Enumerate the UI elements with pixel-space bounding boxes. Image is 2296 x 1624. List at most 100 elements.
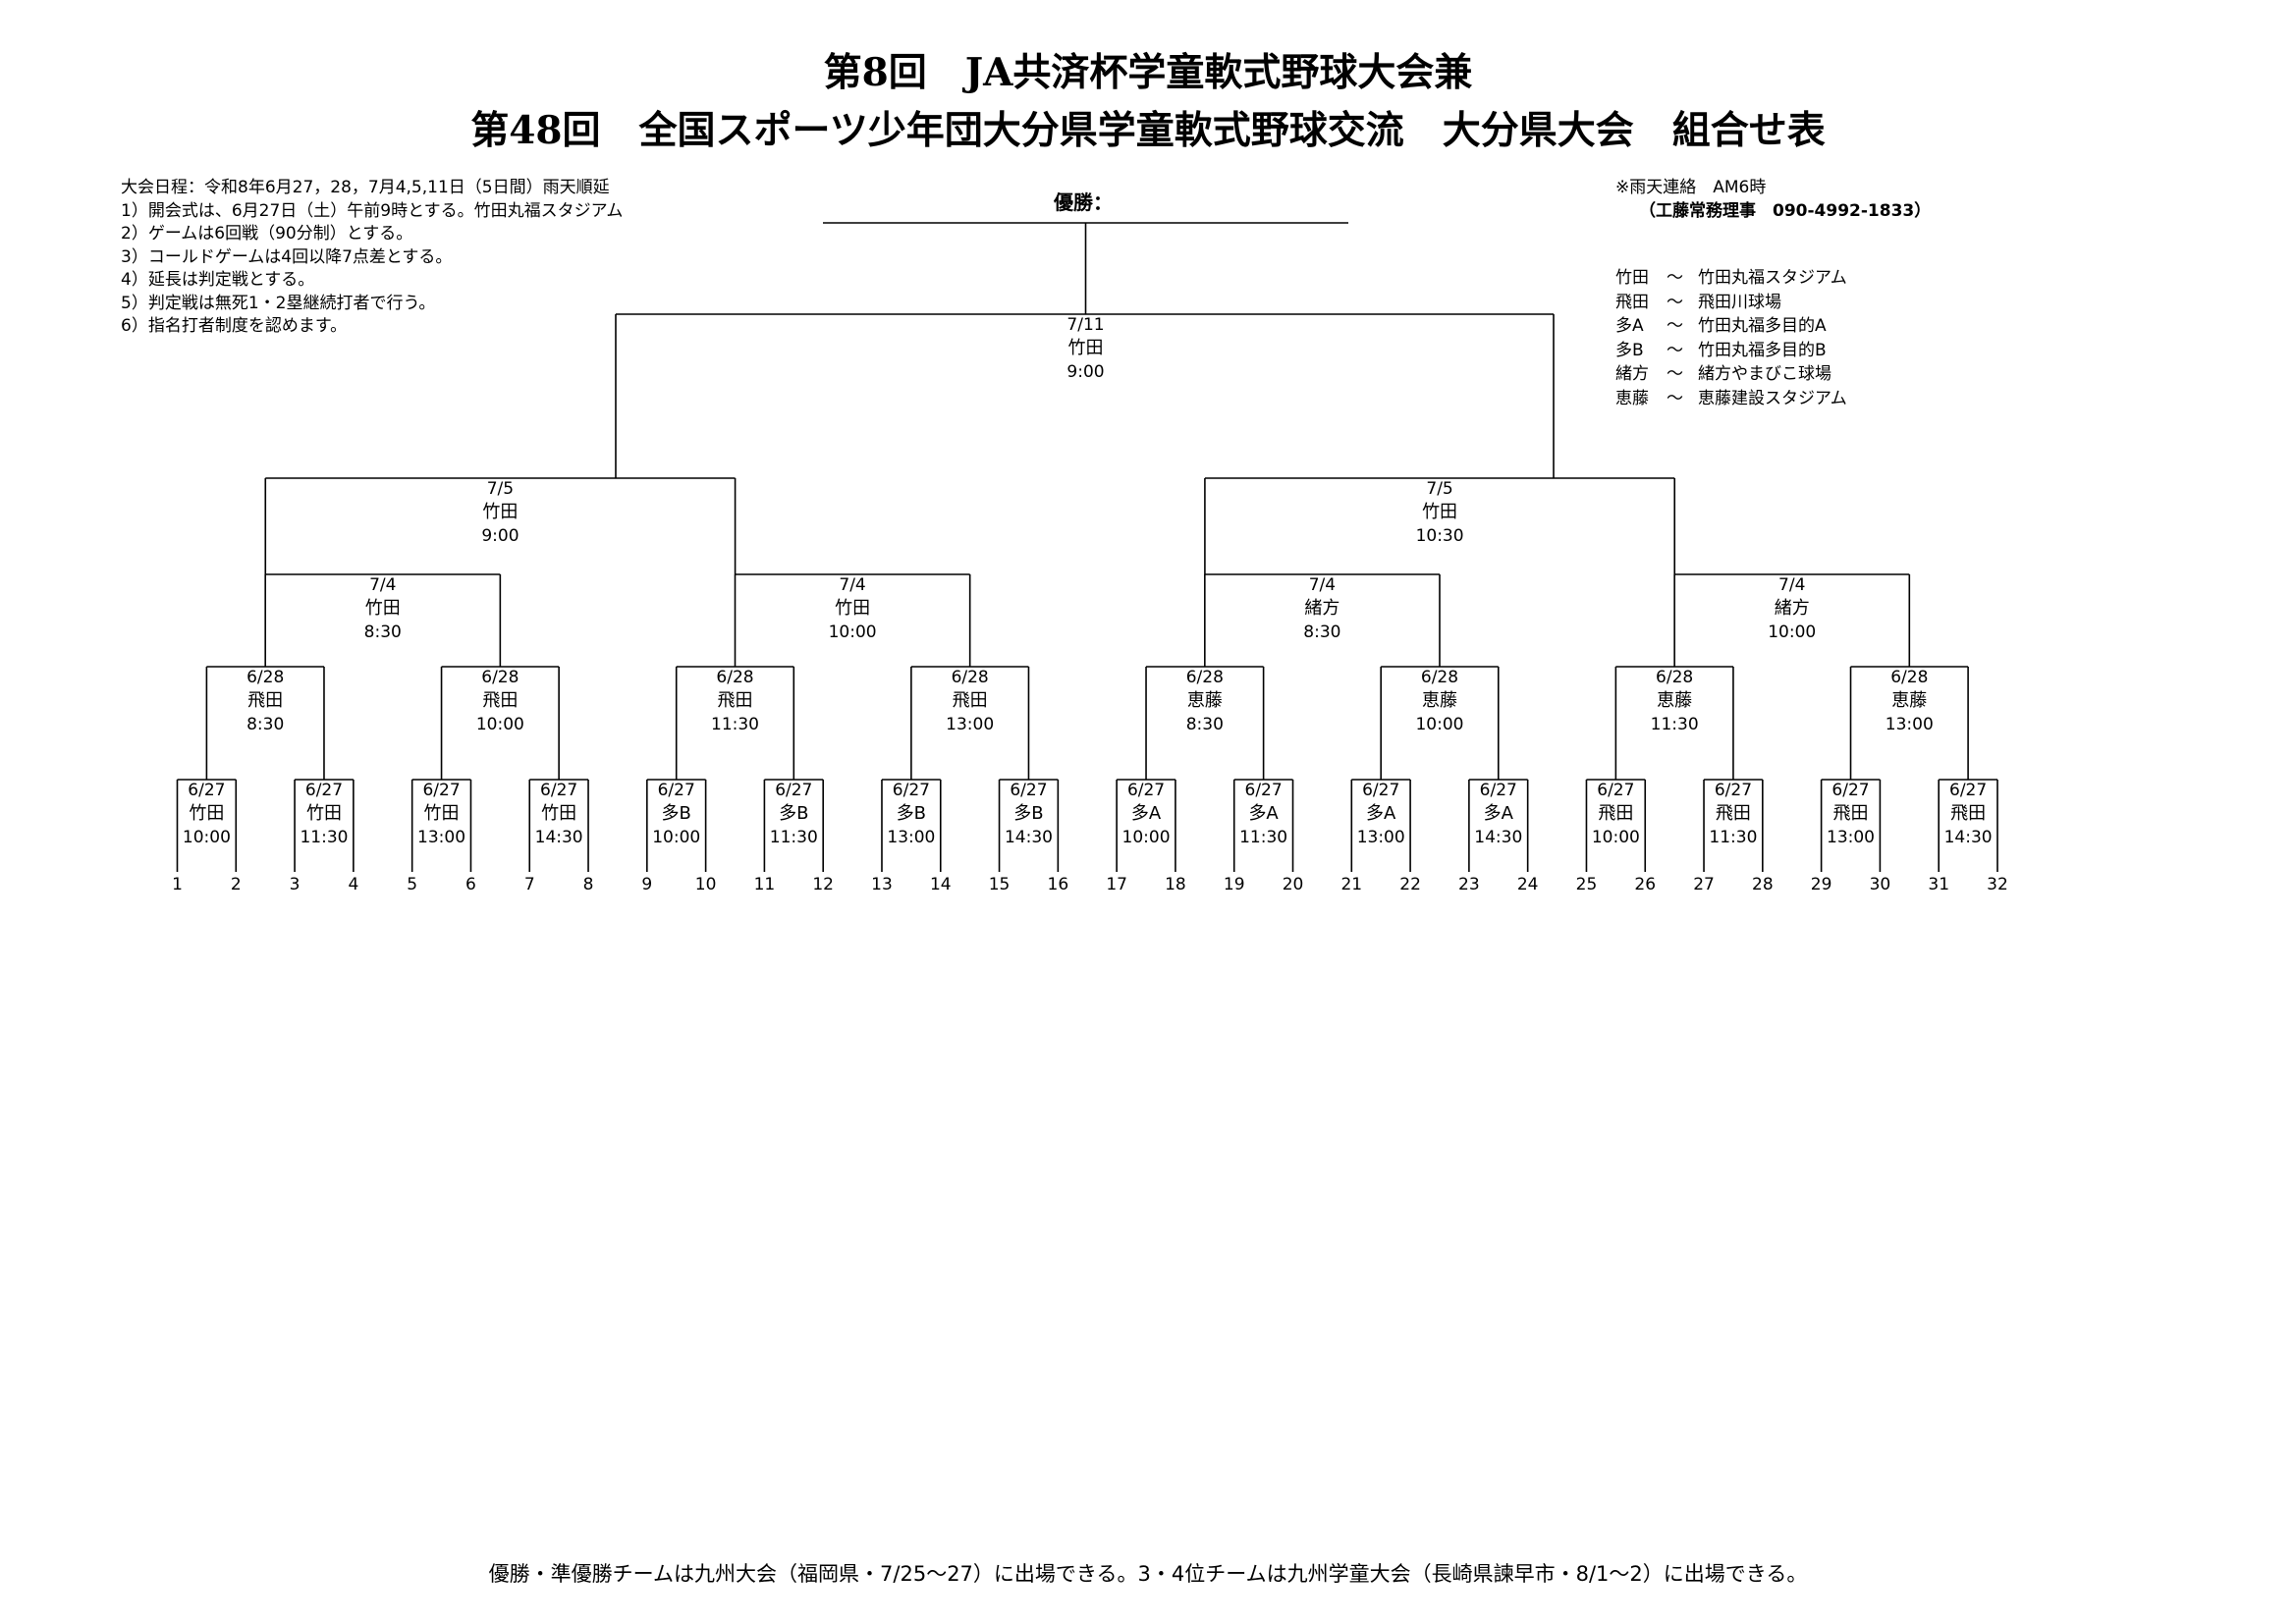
round2-match-date: 6/28 xyxy=(246,668,284,687)
rain-contact: ※雨天連絡 AM6時 （工藤常務理事 090-4992-1833） xyxy=(1615,177,1931,223)
round3-match-date: 7/4 xyxy=(1778,575,1805,595)
round1-match-venue: 飛田 xyxy=(1833,803,1869,824)
round2-match-time: 8:30 xyxy=(246,715,284,734)
team-number: 12 xyxy=(812,875,834,894)
schedule-line: 3）コールドゲームは4回以降7点差とする。 xyxy=(121,246,453,267)
round3-match-venue: 竹田 xyxy=(365,598,401,619)
schedule-line: 大会日程：令和8年6月27，28，7月4,5,11日（5日間）雨天順延 xyxy=(121,178,610,197)
round1-match-time: 13:00 xyxy=(1357,828,1405,847)
round1-match-time: 11:30 xyxy=(1239,828,1287,847)
round1-match-date: 6/27 xyxy=(893,781,930,800)
round1-match-venue: 多B xyxy=(662,803,691,824)
venue-sep: ～ xyxy=(1667,364,1683,384)
semifinal-match-venue: 竹田 xyxy=(1422,502,1457,522)
round1-match-date: 6/27 xyxy=(658,781,695,800)
venue-name: 恵藤建設スタジアム xyxy=(1698,388,1847,408)
round1-match-time: 11:30 xyxy=(1709,828,1757,847)
round2-match-date: 6/28 xyxy=(1890,668,1928,687)
final-match-venue: 竹田 xyxy=(1068,338,1104,358)
round1-match-venue: 多A xyxy=(1131,803,1162,824)
venue-abbr: 竹田 xyxy=(1615,268,1649,288)
round1-match-date: 6/27 xyxy=(1480,781,1517,800)
round1-match-date: 6/27 xyxy=(775,781,812,800)
round2-match-time: 8:30 xyxy=(1186,715,1224,734)
round1-match-date: 6/27 xyxy=(1127,781,1165,800)
team-number: 27 xyxy=(1693,875,1715,894)
round1-match-venue: 竹田 xyxy=(541,803,576,824)
round2-match-date: 6/28 xyxy=(481,668,519,687)
round1-match-date: 6/27 xyxy=(1831,781,1869,800)
round2-match-venue: 恵藤 xyxy=(1657,690,1692,711)
round1-match-venue: 多A xyxy=(1366,803,1396,824)
round1-match-venue: 多B xyxy=(897,803,926,824)
final-match-date: 7/11 xyxy=(1066,315,1104,335)
round2-match-time: 10:00 xyxy=(1415,715,1463,734)
team-number: 4 xyxy=(348,875,358,894)
semifinal-match-date: 7/5 xyxy=(487,479,514,499)
venue-sep: ～ xyxy=(1667,268,1683,288)
team-number: 24 xyxy=(1517,875,1539,894)
round1-match-time: 11:30 xyxy=(770,828,818,847)
round2-match-date: 6/28 xyxy=(1421,668,1458,687)
round2-match-venue: 飛田 xyxy=(482,690,518,711)
team-number: 5 xyxy=(407,875,417,894)
venue-sep: ～ xyxy=(1667,316,1683,336)
round1-match-venue: 飛田 xyxy=(1950,803,1986,824)
round1-match-date: 6/27 xyxy=(1597,781,1634,800)
round1-match-time: 10:00 xyxy=(1592,828,1640,847)
round1-match-venue: 多B xyxy=(779,803,808,824)
team-number: 20 xyxy=(1283,875,1304,894)
semifinal-match-time: 10:30 xyxy=(1416,526,1464,546)
round3-match-time: 8:30 xyxy=(1303,623,1340,642)
round2-match-venue: 飛田 xyxy=(718,690,753,711)
round3-match-venue: 竹田 xyxy=(835,598,870,619)
venue-sep: ～ xyxy=(1667,340,1683,360)
title-line-2: 第48回 全国スポーツ少年団大分県学童軟式野球交流 大分県大会 組合せ表 xyxy=(470,108,1826,153)
round3-match-venue: 緒方 xyxy=(1304,598,1339,619)
team-number: 28 xyxy=(1752,875,1774,894)
team-number: 29 xyxy=(1811,875,1832,894)
team-number: 21 xyxy=(1340,875,1362,894)
round1-match-venue: 竹田 xyxy=(189,803,224,824)
team-number: 1 xyxy=(172,875,183,894)
team-number: 32 xyxy=(1987,875,2008,894)
venue-row: 恵藤～恵藤建設スタジアム xyxy=(1615,387,1847,411)
round1-match-time: 14:30 xyxy=(1474,828,1522,847)
rain-contact-time: ※雨天連絡 AM6時 xyxy=(1615,178,1767,197)
schedule-line: 5）判定戦は無死1・2塁継続打者で行う。 xyxy=(121,293,436,313)
round2-match-date: 6/28 xyxy=(1656,668,1693,687)
round2-match-venue: 飛田 xyxy=(953,690,988,711)
rain-contact-phone: （工藤常務理事 090-4992-1833） xyxy=(1639,200,1932,221)
round2-match-venue: 飛田 xyxy=(247,690,283,711)
round1-match-date: 6/27 xyxy=(1245,781,1283,800)
round2-match-venue: 恵藤 xyxy=(1422,690,1457,711)
venue-abbr: 緒方 xyxy=(1615,364,1649,384)
round2-match-time: 10:00 xyxy=(476,715,524,734)
venue-sep: ～ xyxy=(1667,292,1683,312)
round1-match-time: 14:30 xyxy=(1944,828,1993,847)
round2-match-venue: 恵藤 xyxy=(1187,690,1223,711)
schedule-line: 2）ゲームは6回戦（90分制）とする。 xyxy=(121,224,413,244)
team-number: 7 xyxy=(524,875,535,894)
venue-abbr: 多B xyxy=(1615,340,1644,360)
team-number: 6 xyxy=(465,875,476,894)
round1-match-date: 6/27 xyxy=(188,781,225,800)
round3-match-venue: 緒方 xyxy=(1775,598,1810,619)
team-number: 19 xyxy=(1224,875,1245,894)
team-number: 31 xyxy=(1928,875,1949,894)
round3-match-date: 7/4 xyxy=(839,575,865,595)
round3-match-time: 10:00 xyxy=(1768,623,1816,642)
footer-note: 優勝・準優勝チームは九州大会（福岡県・7/25～27）に出場できる。3・4位チー… xyxy=(488,1562,1808,1586)
team-number: 22 xyxy=(1399,875,1421,894)
round1-match-venue: 多B xyxy=(1013,803,1043,824)
team-number: 25 xyxy=(1576,875,1598,894)
team-number: 11 xyxy=(754,875,776,894)
round1-match-date: 6/27 xyxy=(1362,781,1399,800)
round1-match-venue: 飛田 xyxy=(1716,803,1751,824)
venue-name: 竹田丸福多目的B xyxy=(1698,340,1827,360)
round2-match-date: 6/28 xyxy=(716,668,753,687)
round1-match-time: 10:00 xyxy=(183,828,231,847)
venue-name: 飛田川球場 xyxy=(1698,292,1781,312)
semifinal-match-venue: 竹田 xyxy=(482,502,518,522)
